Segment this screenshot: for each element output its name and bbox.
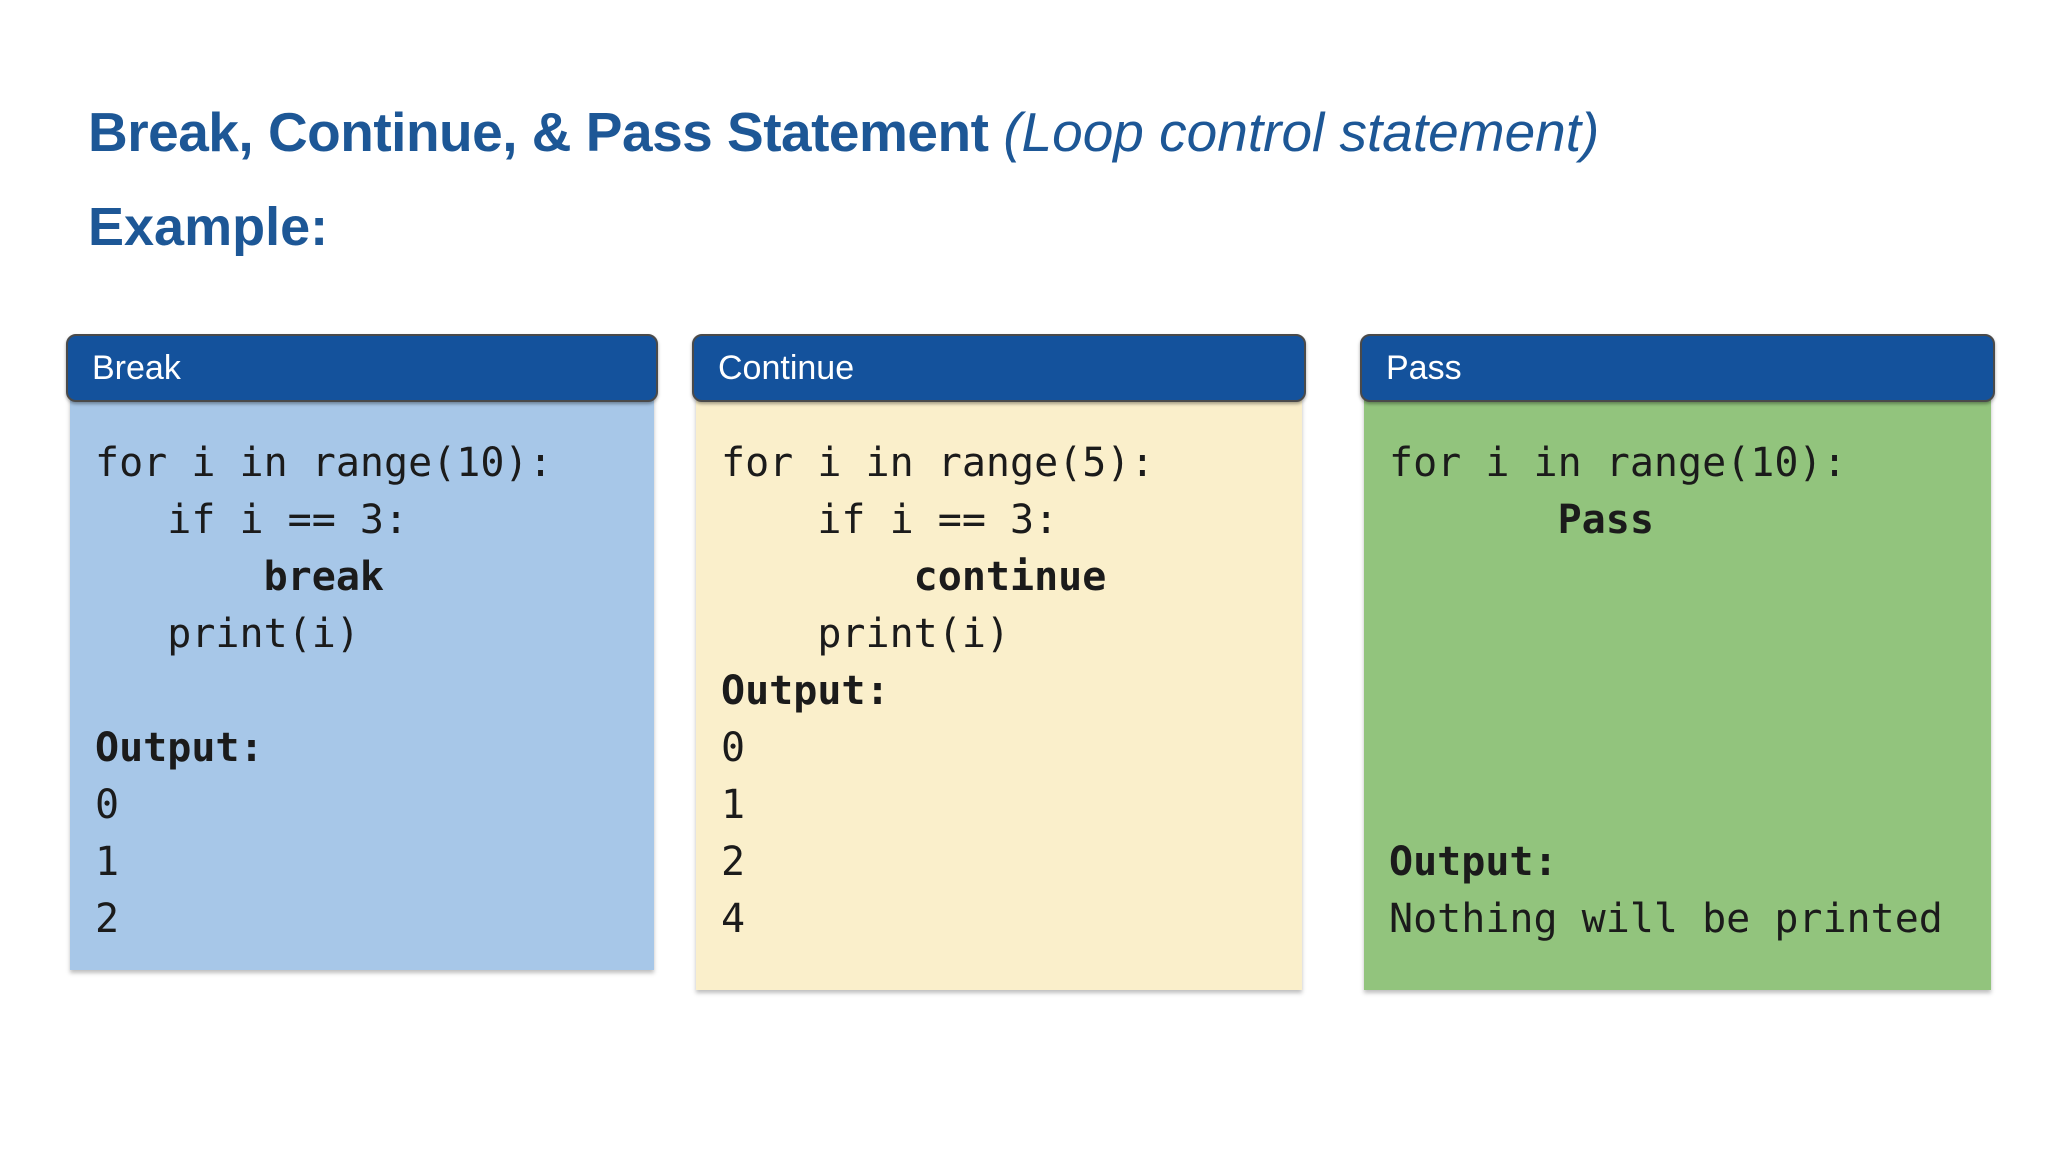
panel-continue-header: Continue <box>692 334 1306 402</box>
page-subtitle: Example: <box>88 197 329 257</box>
code-line: print(i) <box>95 611 360 657</box>
page-title: Break, Continue, & Pass Statement (Loop … <box>88 100 1599 164</box>
code-line: if i == 3: <box>95 497 409 543</box>
code-line <box>1389 777 1966 834</box>
code-line: 0 <box>95 782 120 828</box>
code-line: break <box>263 554 384 600</box>
panel-break-body: for i in range(10): if i == 3: break pri… <box>70 398 654 970</box>
panel-pass-header: Pass <box>1360 334 1995 402</box>
code-line: continue <box>913 554 1107 600</box>
code-line <box>1389 606 1966 663</box>
code-line <box>1389 663 1966 720</box>
code-line: 2 <box>721 839 746 885</box>
code-line: for i in range(10): <box>1389 440 1847 486</box>
code-line: Output: <box>721 668 890 714</box>
page-title-main: Break, Continue, & Pass Statement <box>88 101 1004 163</box>
code-line: for i in range(10): <box>95 440 553 486</box>
code-line: for i in range(5): <box>721 440 1155 486</box>
panel-pass-body: for i in range(10): Pass Output: Nothing… <box>1364 398 1991 990</box>
panel-pass: Pass for i in range(10): Pass Output: No… <box>1360 334 1995 990</box>
panel-break-title: Break <box>92 348 181 387</box>
code-line: 1 <box>721 782 746 828</box>
code-line: Output: <box>1389 839 1558 885</box>
code-line: print(i) <box>721 611 1010 657</box>
code-line: 0 <box>721 725 746 771</box>
panel-continue-title: Continue <box>718 348 855 387</box>
code-line: if i == 3: <box>721 497 1059 543</box>
code-line: 2 <box>95 896 120 942</box>
panel-pass-title: Pass <box>1386 348 1462 387</box>
panel-continue-body: for i in range(5): if i == 3: continue p… <box>696 398 1302 990</box>
code-line: 4 <box>721 896 746 942</box>
panel-continue: Continue for i in range(5): if i == 3: c… <box>692 334 1306 990</box>
panel-break: Break for i in range(10): if i == 3: bre… <box>66 334 658 970</box>
code-line: Output: <box>95 725 264 771</box>
panel-break-header: Break <box>66 334 658 402</box>
code-line <box>1389 549 1966 606</box>
code-line <box>1389 720 1966 777</box>
code-line: Nothing will be printed <box>1389 896 1943 942</box>
code-line: Pass <box>1557 497 1654 543</box>
code-line <box>95 663 629 720</box>
code-line: 1 <box>95 839 120 885</box>
page-title-italic: (Loop control statement) <box>1003 101 1600 163</box>
